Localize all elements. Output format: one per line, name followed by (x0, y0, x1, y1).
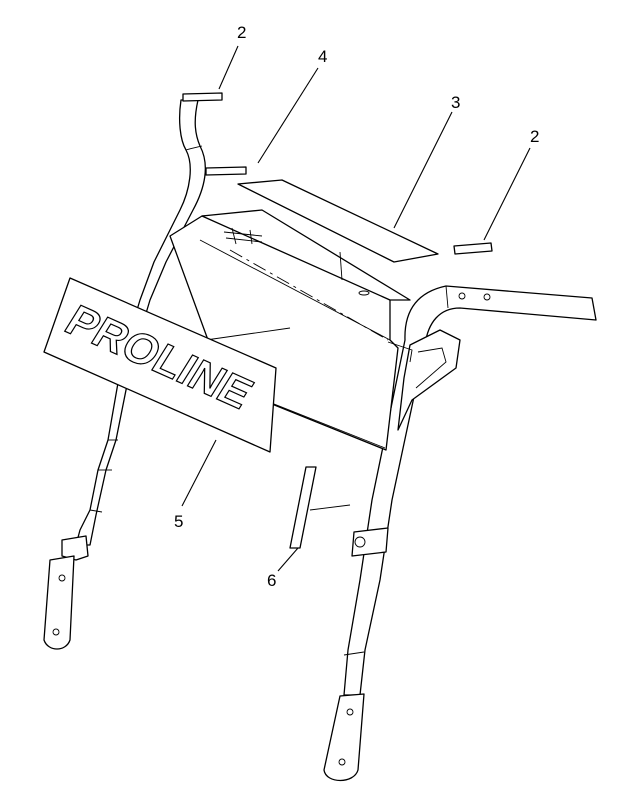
decal-left-top-shape (182, 92, 223, 102)
decal-small-shape (205, 166, 247, 176)
decal-long-shape (237, 179, 439, 263)
decal-right-top-shape (453, 242, 493, 255)
callouts: 2 4 3 2 5 6 (174, 23, 539, 590)
callout-decal-left-top: 2 (237, 23, 246, 42)
callout-decal-right-top: 2 (530, 127, 539, 146)
callout-small-decal-lower: 6 (267, 571, 276, 590)
leader-lines (181, 45, 531, 572)
callout-decal-long: 3 (451, 93, 460, 112)
callout-name-plate: 5 (174, 512, 183, 531)
side-bracket (397, 329, 461, 431)
small-decal-lower-shape (289, 466, 317, 549)
callout-decal-small: 4 (318, 47, 327, 66)
decal-parts (182, 92, 493, 549)
